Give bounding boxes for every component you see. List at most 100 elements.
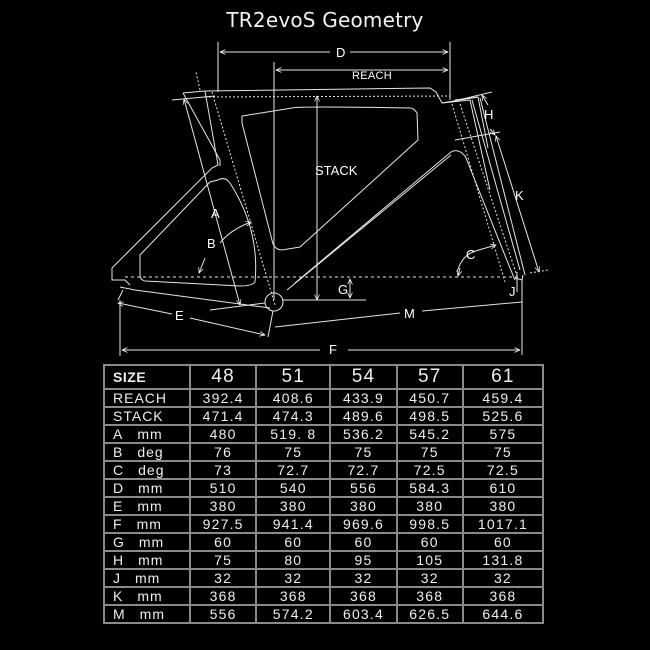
label-c: C (466, 247, 475, 262)
table-cell: 380 (188, 496, 258, 516)
table-cell: 80 (255, 550, 332, 570)
table-cell: 60 (188, 532, 258, 552)
table-cell: 584.3 (395, 478, 464, 498)
table-cell: 392.4 (188, 388, 258, 408)
table-cell: 380 (461, 496, 545, 516)
row-label-text: STACK (113, 408, 164, 424)
table-cell: 941.4 (255, 514, 332, 534)
table-cell: 450.7 (395, 388, 464, 408)
table-cell: 644.6 (461, 604, 545, 624)
label-g: G (338, 282, 348, 297)
table-cell: 556 (329, 478, 398, 498)
rear-triangle (117, 178, 271, 309)
table-cell: 525.6 (461, 406, 545, 426)
table-cell: 75 (329, 442, 398, 462)
table-cell: 60 (395, 532, 464, 552)
row-label-text: J (113, 570, 121, 586)
row-label: REACH (103, 388, 191, 408)
table-cell: 368 (395, 586, 464, 606)
table-cell: 75 (188, 550, 258, 570)
row-unit: mm (137, 426, 163, 442)
table-row-stack: STACK 471.4 474.3 489.6 498.5 525.6 (103, 406, 545, 426)
table-cell: 32 (188, 568, 258, 588)
frame-geometry-diagram: D REACH STACK A B C E F G H J K M (111, 42, 549, 357)
top-tube (182, 87, 479, 104)
header-size-48: 48 (188, 364, 258, 390)
table-cell: 610 (461, 478, 545, 498)
table-cell: 480 (188, 424, 258, 444)
row-unit: mm (136, 516, 162, 532)
dimension-m (274, 272, 523, 355)
table-cell: 32 (395, 568, 464, 588)
table-cell: 489.6 (329, 406, 398, 426)
table-cell: 556 (188, 604, 258, 624)
row-label-text: F (113, 516, 123, 532)
row-unit: mm (137, 498, 163, 514)
label-j: J (509, 284, 516, 299)
table-cell: 969.6 (329, 514, 398, 534)
table-cell: 626.5 (395, 604, 464, 624)
row-label: STACK (103, 406, 191, 426)
front-triangle-window (241, 106, 419, 251)
row-unit: deg (138, 462, 165, 478)
label-reach: REACH (352, 70, 392, 82)
table-cell: 75 (461, 442, 545, 462)
angle-c (456, 245, 496, 276)
table-header-row: SIZE 48 51 54 57 61 (103, 364, 545, 390)
table-cell: 545.2 (395, 424, 464, 444)
dimension-d (217, 42, 451, 100)
table-cell: 32 (461, 568, 545, 588)
table-cell: 408.6 (255, 388, 332, 408)
row-unit: mm (138, 534, 165, 550)
angle-b (199, 222, 251, 273)
table-cell: 60 (329, 532, 398, 552)
header-size-label: SIZE (103, 364, 191, 390)
table-cell: 60 (461, 532, 545, 552)
table-cell: 380 (329, 496, 398, 516)
table-cell: 76 (188, 442, 258, 462)
table-cell: 131.8 (461, 550, 545, 570)
table-cell: 368 (188, 586, 258, 606)
label-h: H (484, 107, 493, 122)
table-cell: 998.5 (395, 514, 464, 534)
table-cell: 75 (395, 442, 464, 462)
row-unit: mm (139, 606, 165, 622)
table-cell: 32 (329, 568, 398, 588)
row-label-text: K (113, 588, 124, 604)
table-cell: 927.5 (188, 514, 258, 534)
dimension-a (171, 95, 240, 305)
row-unit: mm (138, 552, 164, 568)
label-a: A (211, 206, 220, 221)
label-e: E (175, 308, 184, 323)
header-size-57: 57 (395, 364, 464, 390)
label-m: M (404, 306, 415, 321)
label-stack: STACK (315, 163, 358, 178)
table-cell: 1017.1 (461, 514, 545, 534)
header-size-51: 51 (255, 364, 332, 390)
table-cell: 575 (461, 424, 545, 444)
table-row-reach: REACH 392.4 408.6 433.9 450.7 459.4 (103, 388, 545, 408)
seat-tube (111, 71, 276, 306)
table-cell: 519. 8 (255, 424, 332, 444)
row-unit: deg (137, 444, 164, 460)
table-cell: 72.5 (461, 460, 545, 480)
header-size-54: 54 (329, 364, 398, 390)
table-cell: 510 (188, 478, 258, 498)
row-unit: mm (137, 588, 163, 604)
label-d: D (336, 45, 345, 60)
label-k: K (515, 188, 524, 203)
table-cell: 105 (395, 550, 464, 570)
